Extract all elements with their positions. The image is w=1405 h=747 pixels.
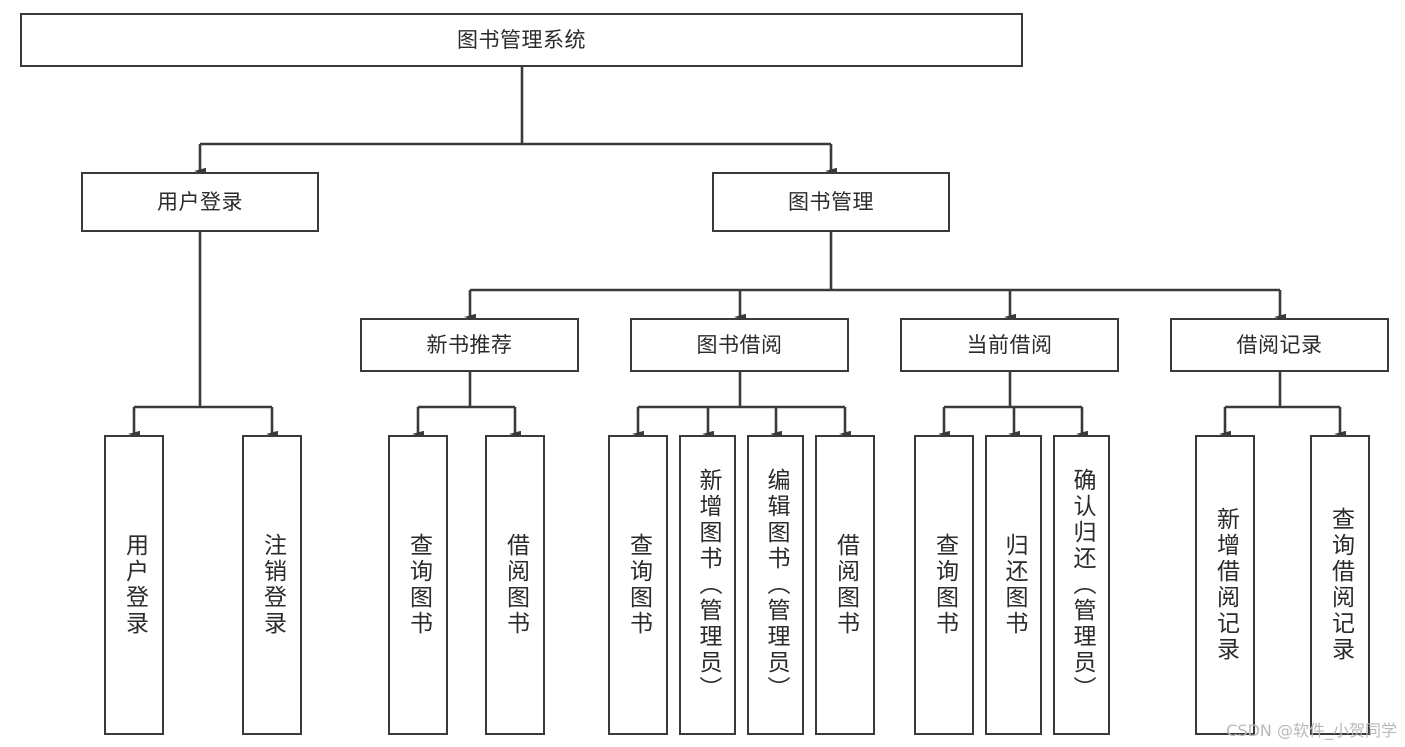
node-label-leaf-edit-book: 编辑图书（管理员） [763, 468, 789, 702]
node-leaf-query-book-3[interactable]: 查询图书 [914, 435, 974, 735]
node-label-leaf-confirm-return: 确认归还（管理员） [1069, 468, 1095, 702]
node-leaf-add-book[interactable]: 新增图书（管理员） [679, 435, 736, 735]
node-user-login[interactable]: 用户登录 [81, 172, 319, 232]
node-label-leaf-borrow-book-2: 借阅图书 [832, 533, 859, 637]
node-label-leaf-add-record: 新增借阅记录 [1212, 507, 1239, 663]
node-label-current-borrow: 当前借阅 [966, 332, 1053, 357]
node-label-leaf-logout: 注销登录 [259, 533, 286, 637]
node-label-leaf-return-book: 归还图书 [1001, 533, 1027, 637]
node-label-leaf-query-book-3: 查询图书 [931, 533, 958, 637]
node-leaf-user-login[interactable]: 用户登录 [104, 435, 164, 735]
node-leaf-edit-book[interactable]: 编辑图书（管理员） [747, 435, 804, 735]
node-label-book-manage: 图书管理 [788, 189, 874, 214]
node-borrow-record[interactable]: 借阅记录 [1170, 318, 1389, 372]
node-leaf-add-record[interactable]: 新增借阅记录 [1195, 435, 1255, 735]
node-label-new-book-rec: 新书推荐 [426, 332, 513, 357]
node-leaf-logout[interactable]: 注销登录 [242, 435, 302, 735]
node-label-leaf-query-record: 查询借阅记录 [1327, 507, 1354, 663]
csdn-watermark: CSDN @软件_小贺同学 [1226, 721, 1397, 740]
node-leaf-query-book-2[interactable]: 查询图书 [608, 435, 668, 735]
node-leaf-confirm-return[interactable]: 确认归还（管理员） [1053, 435, 1110, 735]
node-leaf-borrow-book-1[interactable]: 借阅图书 [485, 435, 545, 735]
node-label-book-borrow: 图书借阅 [696, 332, 783, 357]
node-label-leaf-query-book-2: 查询图书 [625, 533, 652, 637]
node-label-root: 图书管理系统 [457, 27, 586, 52]
node-label-leaf-add-book: 新增图书（管理员） [695, 468, 721, 702]
node-label-leaf-query-book-1: 查询图书 [405, 533, 432, 637]
node-label-leaf-borrow-book-1: 借阅图书 [502, 533, 529, 637]
node-label-borrow-record: 借阅记录 [1236, 332, 1323, 357]
node-root[interactable]: 图书管理系统 [20, 13, 1023, 67]
node-book-borrow[interactable]: 图书借阅 [630, 318, 849, 372]
node-current-borrow[interactable]: 当前借阅 [900, 318, 1119, 372]
edge-group [128, 67, 1346, 438]
node-leaf-query-book-1[interactable]: 查询图书 [388, 435, 448, 735]
node-leaf-query-record[interactable]: 查询借阅记录 [1310, 435, 1370, 735]
node-leaf-return-book[interactable]: 归还图书 [985, 435, 1042, 735]
node-label-user-login: 用户登录 [157, 189, 243, 214]
node-label-leaf-user-login: 用户登录 [121, 533, 148, 637]
node-new-book-rec[interactable]: 新书推荐 [360, 318, 579, 372]
node-leaf-borrow-book-2[interactable]: 借阅图书 [815, 435, 875, 735]
node-book-manage[interactable]: 图书管理 [712, 172, 950, 232]
